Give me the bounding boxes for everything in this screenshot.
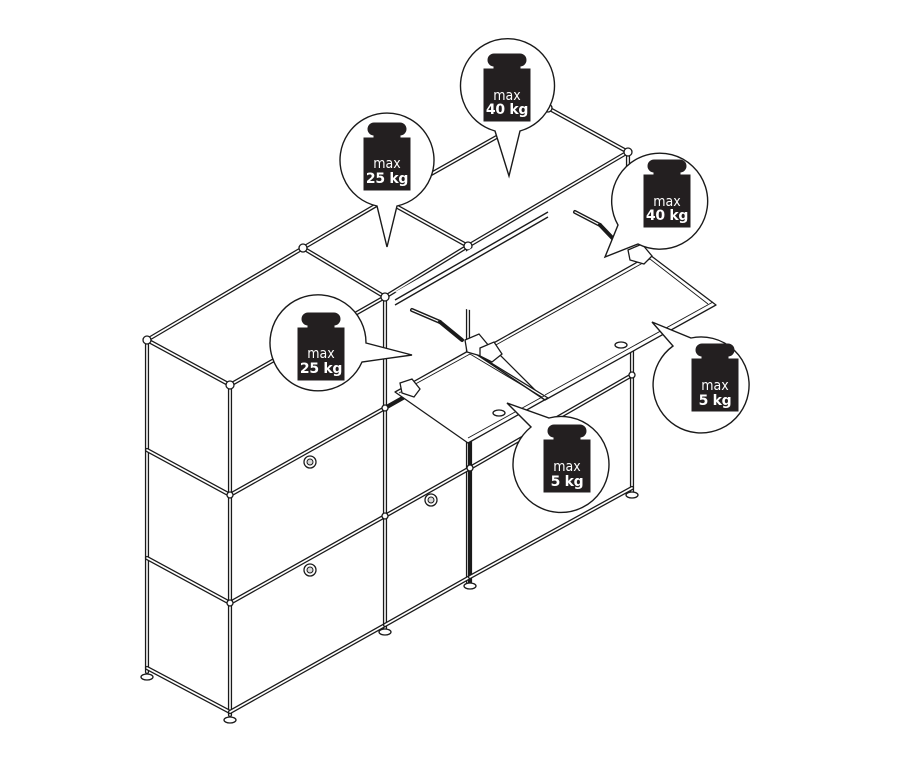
callout-value: 25 kg (366, 171, 408, 187)
callout-flap-upper: max 5 kg (651, 321, 750, 434)
callout-prefix: max (373, 156, 401, 172)
knob-icon[interactable] (303, 455, 317, 469)
frame-feet (140, 491, 639, 724)
knob-icon[interactable] (303, 563, 317, 577)
callout-inner-right-shelf: max 40 kg (603, 152, 709, 259)
callout-prefix: max (553, 459, 581, 475)
callout-flap-lower: max 5 kg (506, 402, 610, 514)
weight-icon (543, 424, 591, 493)
open-flap-lower[interactable] (394, 349, 549, 444)
weight-icon (691, 343, 739, 412)
open-flap-upper[interactable] (489, 254, 717, 401)
callout-value: 5 kg (699, 393, 732, 409)
sideboard-frame (140, 103, 717, 724)
callout-value: 25 kg (300, 361, 342, 377)
callout-value: 40 kg (486, 102, 528, 118)
callout-value: 5 kg (551, 474, 584, 490)
weight-icon (643, 159, 691, 228)
callout-prefix: max (701, 378, 729, 394)
callout-prefix: max (493, 88, 521, 104)
flap-hinges (399, 210, 653, 417)
callout-value: 40 kg (646, 208, 688, 224)
frame-tubes (144, 105, 635, 718)
knob-icon[interactable] (424, 493, 438, 507)
weight-icon (363, 122, 411, 191)
callout-top-right-shelf: max 40 kg (459, 37, 556, 179)
callout-inner-left-shelf: max 25 kg (269, 294, 413, 392)
callout-prefix: max (307, 346, 335, 362)
callout-top-left-shelf: max 25 kg (339, 112, 435, 248)
door-knobs (303, 455, 438, 577)
weight-icon (297, 312, 345, 381)
weight-icon (483, 53, 531, 122)
callout-prefix: max (653, 194, 681, 210)
